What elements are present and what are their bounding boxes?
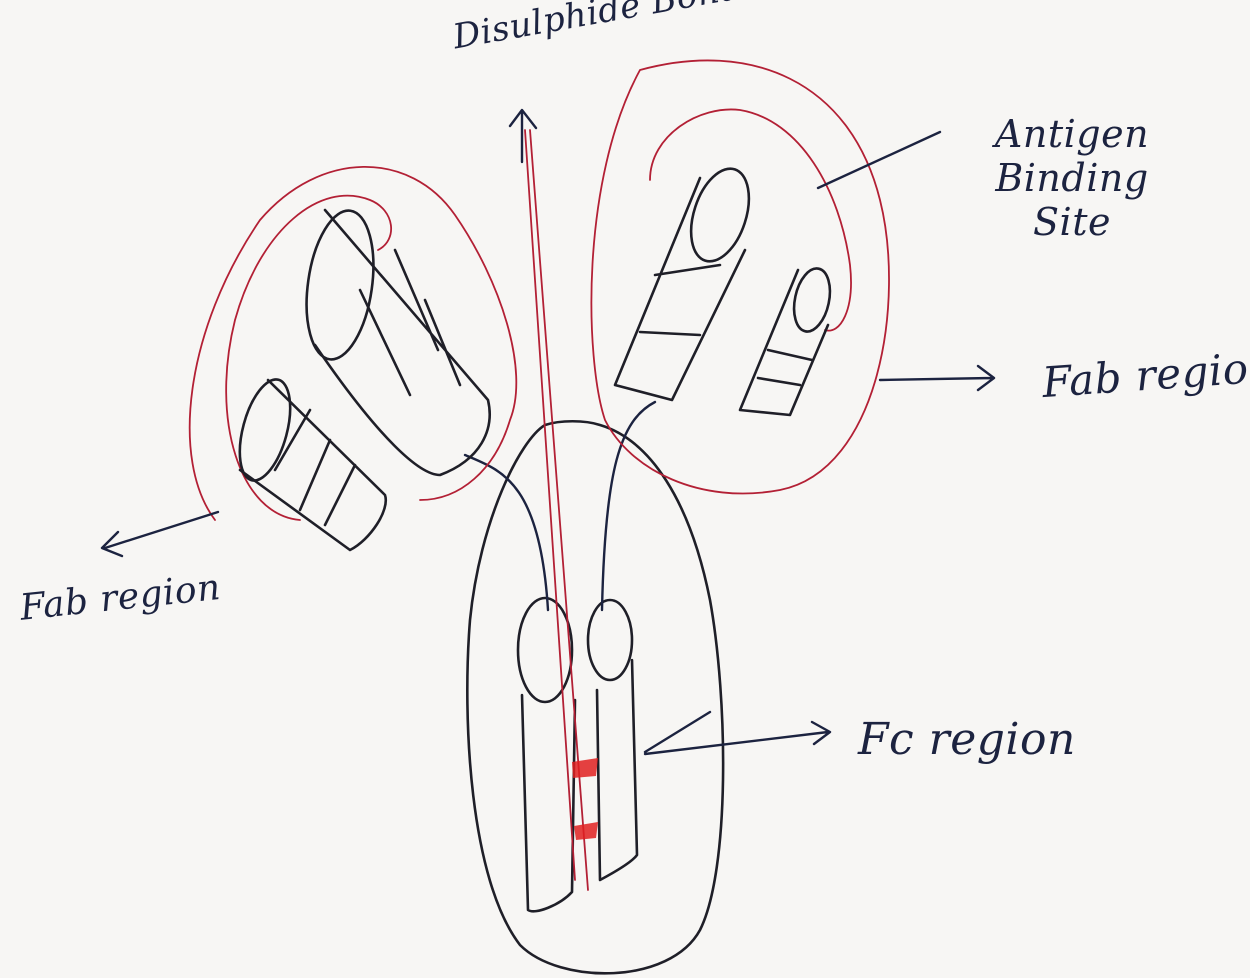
fc-region-label: Fc region	[858, 714, 1076, 765]
left-fab-red-inner	[226, 196, 391, 520]
fab-left-arrow	[102, 512, 218, 556]
right-heavy-chain-top	[680, 161, 759, 268]
disulphide-mark-upper	[572, 758, 598, 778]
left-light-chain-body	[240, 380, 386, 550]
right-heavy-chain-body	[615, 178, 745, 400]
antigen-binding-site-label: Antigen Binding Site	[962, 112, 1182, 244]
left-heavy-chain-top	[298, 206, 382, 363]
disulphide-mark-lower	[574, 822, 598, 840]
fc-right-chain	[597, 660, 637, 880]
fc-region-arrow	[645, 712, 830, 754]
antigen-site-pointer	[818, 132, 940, 188]
fc-right-chain-top	[588, 600, 632, 680]
fab-right-arrow	[880, 366, 994, 390]
left-heavy-chain-body	[315, 210, 490, 475]
right-fab-red-inner	[650, 109, 851, 330]
fc-region-outline	[467, 421, 723, 973]
right-light-chain-body	[740, 270, 828, 415]
hinge-right	[602, 402, 655, 610]
hinge-left	[465, 455, 548, 610]
right-fab-red-outer	[591, 60, 889, 493]
fc-left-chain	[522, 695, 575, 911]
fc-left-chain-top	[518, 598, 572, 702]
